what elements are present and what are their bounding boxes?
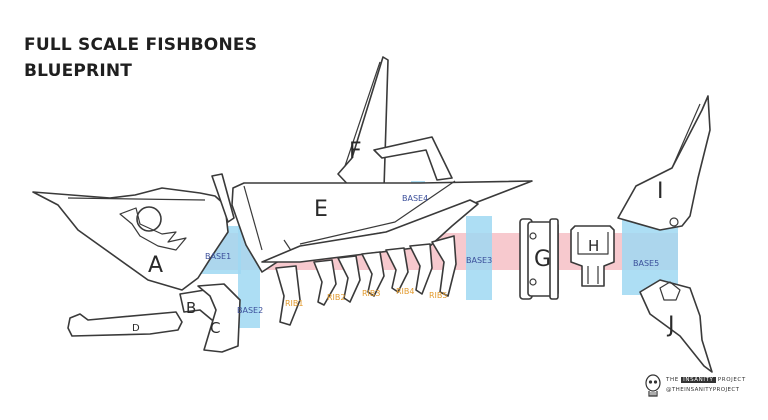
part-g-cylinder	[519, 218, 559, 300]
part-i-upper-blade	[617, 95, 711, 231]
label-part-b: B	[186, 299, 196, 317]
credit-prefix: THE	[666, 377, 679, 383]
credit-watermark: THE INSANITY PROJECT @THEINSANITYPROJECT	[644, 373, 762, 403]
part-d-handle	[67, 311, 183, 337]
credit-handle: @THEINSANITYPROJECT	[666, 387, 740, 393]
label-base3: BASE3	[466, 256, 492, 265]
part-h-bracket	[570, 225, 615, 287]
label-rib2: RIB2	[327, 293, 346, 302]
label-base4: BASE4	[402, 194, 428, 203]
label-part-j: J	[666, 313, 675, 338]
credit-suffix: PROJECT	[717, 377, 746, 383]
page-title: FULL SCALE FISHBONES BLUEPRINT	[24, 32, 257, 84]
title-line-1: FULL SCALE FISHBONES	[24, 35, 258, 55]
label-part-e: E	[314, 197, 328, 222]
part-f-dorsal-fin	[337, 56, 453, 193]
ribs-group	[275, 235, 457, 326]
title-line-2: BLUEPRINT	[24, 61, 133, 81]
label-base5: BASE5	[633, 259, 659, 268]
part-c-hook	[197, 283, 241, 353]
label-part-c: C	[210, 319, 220, 337]
part-a-skull-plate	[32, 173, 235, 291]
label-part-d: D	[132, 323, 140, 334]
label-part-f: F	[349, 139, 362, 164]
label-part-h: H	[588, 237, 599, 255]
skull-logo-icon	[645, 374, 661, 397]
label-rib1: RIB1	[285, 299, 304, 308]
label-rib3: RIB3	[362, 289, 381, 298]
label-base1: BASE1	[205, 252, 231, 261]
label-base2: BASE2	[237, 306, 263, 315]
label-part-i: I	[657, 179, 664, 204]
credit-line-1: THE INSANITY PROJECT	[666, 377, 746, 383]
label-rib5: RIB5	[429, 291, 448, 300]
label-part-a: A	[148, 253, 163, 278]
label-rib4: RIB4	[396, 287, 415, 296]
part-j-lower-blade	[639, 279, 713, 373]
label-part-g: G	[534, 247, 551, 272]
base3-region	[466, 216, 492, 300]
credit-highlight: INSANITY	[681, 377, 716, 383]
